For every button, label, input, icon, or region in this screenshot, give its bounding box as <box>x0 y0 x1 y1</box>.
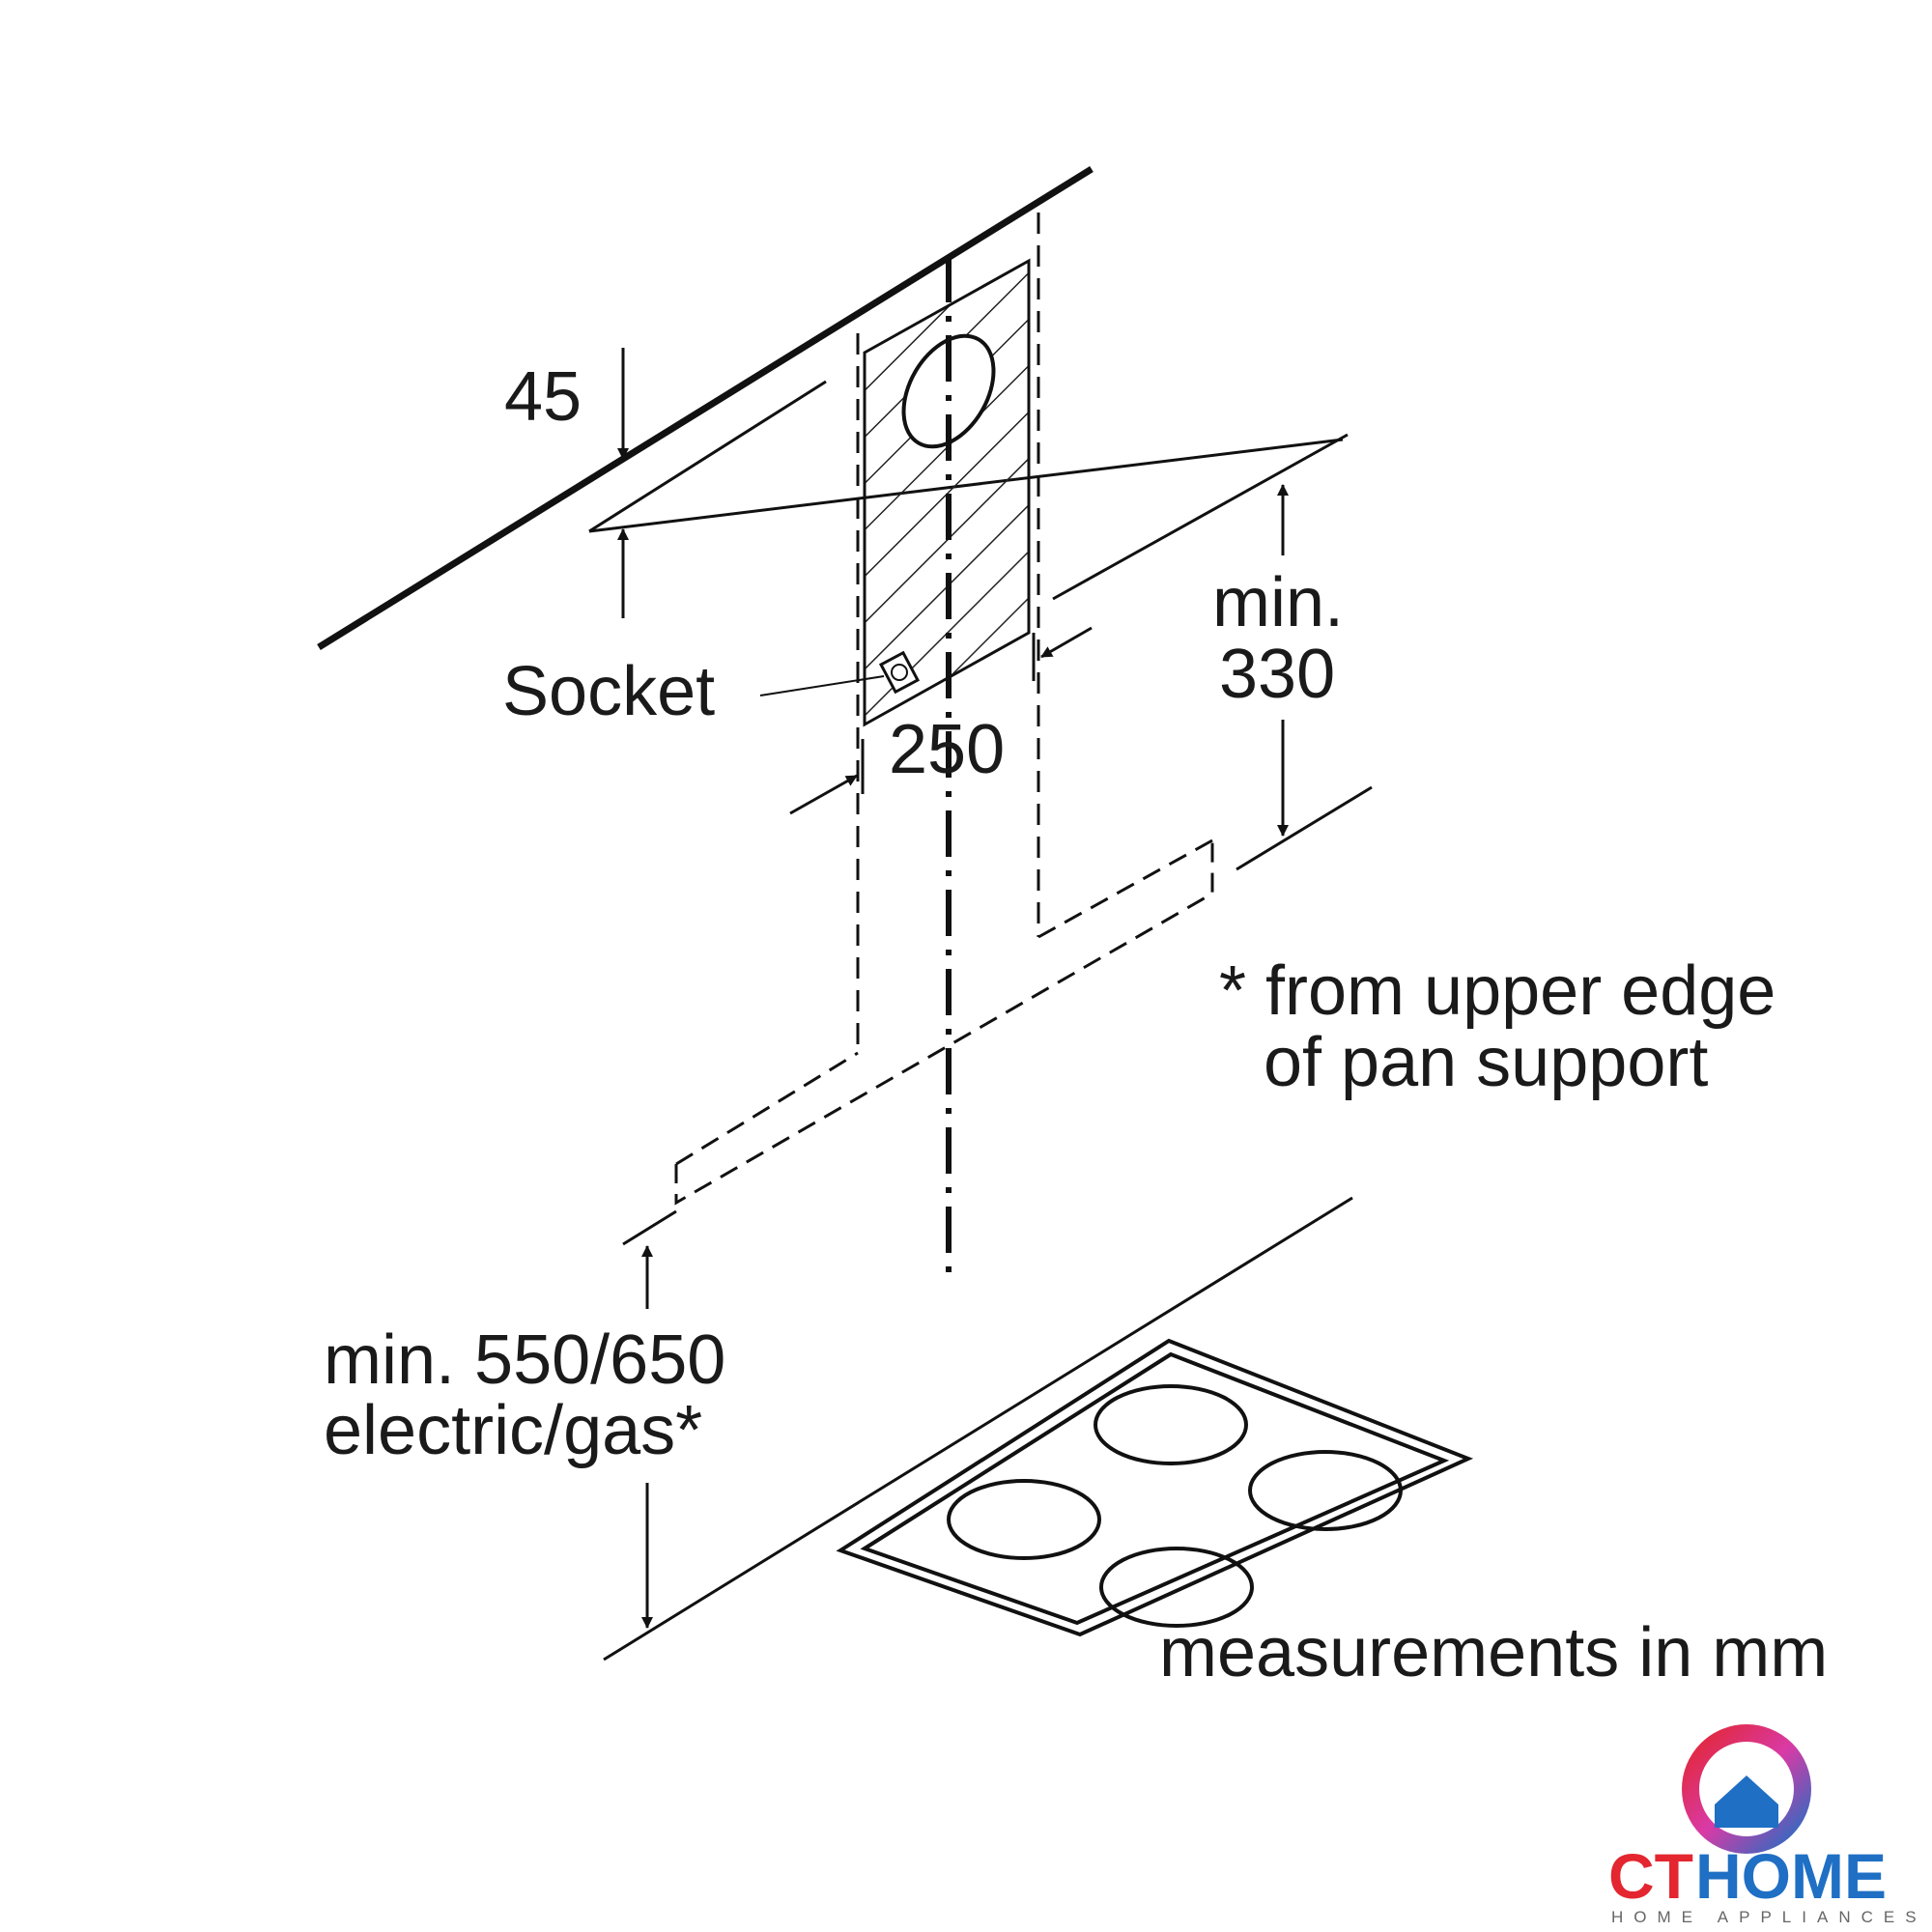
burner-front <box>1099 1547 1254 1628</box>
dim-45-ext-left <box>588 380 827 533</box>
duct-opening <box>901 333 996 449</box>
socket-hole <box>891 664 908 681</box>
logo-ring-icon <box>1682 1724 1811 1854</box>
brand-subtitle: HOME APPLIANCES <box>1611 1908 1927 1926</box>
brand-name-home: HOME <box>1695 1840 1887 1912</box>
label-45: 45 <box>504 358 582 436</box>
dim-330-top-ext <box>1052 433 1349 601</box>
cooktop-outer <box>836 1338 1474 1637</box>
ceiling-line <box>317 166 1094 650</box>
dim-250-arrow-left <box>789 774 858 815</box>
brand-name-ct: CT <box>1608 1840 1693 1912</box>
label-min-330-line1: min. <box>1212 564 1344 641</box>
label-min-550-line1: min. 550/650 <box>324 1321 725 1399</box>
label-note-line1: * from upper edge <box>1219 952 1776 1030</box>
worktop-line <box>603 1196 1353 1662</box>
cooktop-inner <box>860 1351 1450 1626</box>
burner-back <box>1094 1384 1248 1465</box>
logo-house-icon <box>1715 1776 1778 1828</box>
label-note-line2: of pan support <box>1264 1024 1708 1101</box>
label-min-330-line2: 330 <box>1219 636 1335 713</box>
label-min-550-line2: electric/gas* <box>324 1392 702 1469</box>
socket-icon <box>878 650 921 695</box>
hood-outline-dashed <box>674 840 1214 1206</box>
dim-250-arrow-right <box>1040 626 1093 659</box>
brand-logo: CT HOME HOME APPLIANCES <box>1608 1724 1927 1926</box>
socket-leader <box>759 675 885 696</box>
label-units: measurements in mm <box>1159 1614 1828 1691</box>
dim-550-top-ext <box>622 1209 677 1246</box>
label-socket: Socket <box>502 653 715 730</box>
label-250: 250 <box>889 711 1005 788</box>
dim-330-bottom-ext <box>1236 785 1373 871</box>
burner-left <box>947 1479 1101 1560</box>
hood-outline-dashed-2 <box>675 1051 859 1166</box>
hood-outline-dashed-3 <box>1037 838 1213 939</box>
burner-right <box>1248 1450 1403 1531</box>
